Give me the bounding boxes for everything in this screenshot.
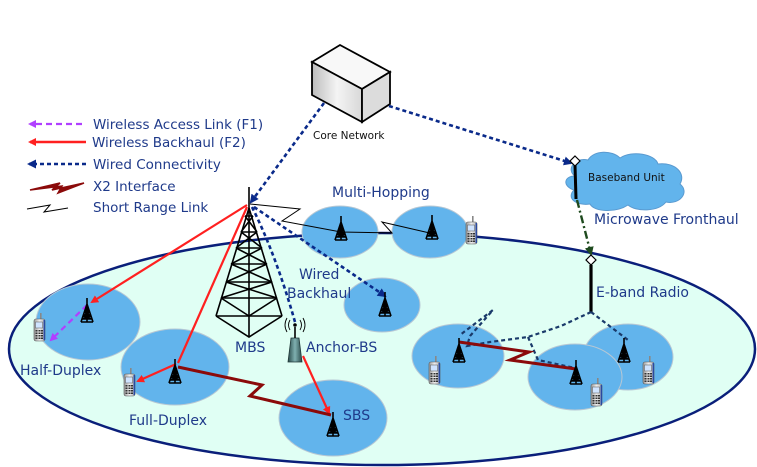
baseband-unit-label: Baseband Unit: [588, 172, 665, 184]
wired-link-mbs-anchor: [250, 206, 297, 323]
core-network-label: Core Network: [313, 130, 385, 142]
half-duplex-label: Half-Duplex: [20, 363, 101, 379]
bbu-mast: [573, 164, 578, 200]
wired-link-mbs-smallcell: [253, 205, 387, 298]
legend-item-x2: X2 Interface: [29, 179, 176, 195]
backhaul-link-mbs-halfduplex: [90, 204, 248, 304]
core-network-server-icon: [310, 43, 392, 124]
legend-item-access: Wireless Access Link (F1): [28, 117, 263, 133]
legend-label-backhaul: Wireless Backhaul (F2): [92, 135, 246, 151]
wired-backhaul-label-line2: Backhaul: [287, 286, 351, 302]
legend: Wireless Access Link (F1) Wireless Backh…: [26, 117, 263, 216]
anchor-bs-icon: [284, 317, 306, 363]
backhaul-link-fullduplex-phone: [136, 362, 177, 383]
backhaul-link-mbs-fullduplex: [176, 206, 249, 364]
backhaul-link-anchor-sbs: [301, 355, 331, 415]
microwave-fronthaul-label: Microwave Fronthaul: [594, 212, 739, 228]
legend-label-short: Short Range Link: [93, 200, 208, 216]
legend-item-backhaul: Wireless Backhaul (F2): [28, 135, 246, 151]
mbs-tower-icon: [215, 187, 283, 338]
legend-item-short: Short Range Link: [26, 200, 208, 216]
microwave-fronthaul-link: [575, 199, 594, 256]
access-link-halfduplex: [49, 304, 88, 342]
legend-label-wired: Wired Connectivity: [93, 157, 221, 173]
full-duplex-label: Full-Duplex: [129, 413, 207, 429]
multi-hopping-label: Multi-Hopping: [332, 185, 430, 201]
x2-link-eband: [458, 340, 577, 371]
phone-icon-multihop: [465, 215, 478, 245]
sbs-label: SBS: [343, 408, 370, 424]
mbs-label: MBS: [235, 340, 265, 356]
wired-link-core-bbu: [388, 104, 573, 166]
legend-item-wired: Wired Connectivity: [27, 157, 221, 173]
e-band-radio-label: E-band Radio: [596, 285, 689, 301]
baseband-unit-cloud-icon: [565, 151, 685, 211]
bbu-diamond-icon: [569, 155, 581, 167]
wired-backhaul-label-line1: Wired: [299, 267, 339, 283]
legend-label-x2: X2 Interface: [93, 179, 176, 195]
legend-label-access: Wireless Access Link (F1): [93, 117, 263, 133]
anchor-bs-label: Anchor-BS: [306, 340, 377, 356]
eband-wired-links: [459, 309, 629, 370]
x2-link-fullduplex-sbs: [177, 365, 332, 417]
